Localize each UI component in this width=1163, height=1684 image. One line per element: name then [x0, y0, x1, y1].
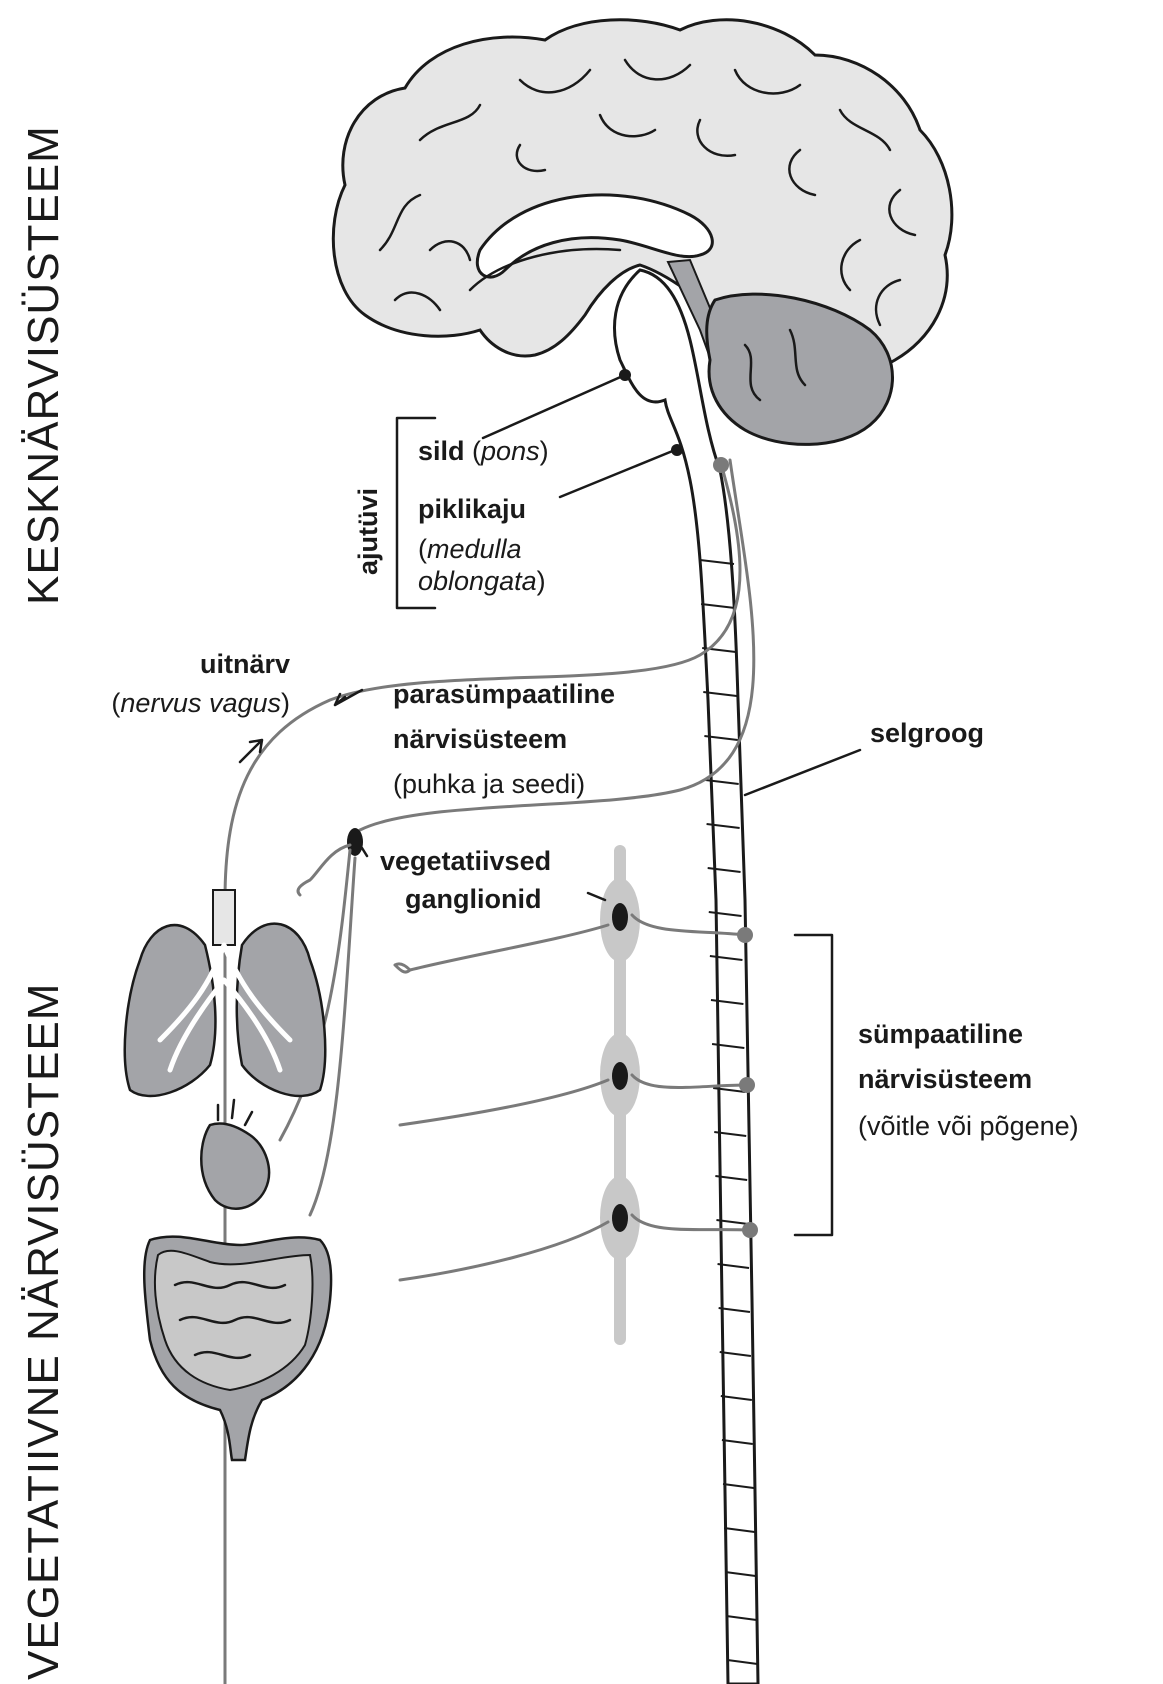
ganglion-icon: [612, 1204, 628, 1232]
sympathetic-nerves: [395, 915, 758, 1280]
parasympathetic-line1: parasümpaatiline: [393, 679, 615, 709]
ganglia-line1: vegetatiivsed: [380, 846, 551, 876]
spinal-cord-icon: [615, 270, 758, 1684]
heading-central-nervous-system: KESKNÄRVISÜSTEEM: [19, 125, 68, 605]
pons-paren-open: (: [472, 436, 481, 466]
pons-leader: [483, 375, 625, 438]
medulla-latin-line2: oblongata): [418, 566, 546, 596]
medulla-latin-line1: (medulla: [418, 534, 522, 564]
pons-paren-close: ): [540, 436, 549, 466]
parasympathetic-line2: närvisüsteem: [393, 724, 567, 754]
medulla-label: piklikaju: [418, 494, 526, 524]
ganglion-icon: [612, 1062, 628, 1090]
ganglia-line2: ganglionid: [405, 884, 541, 914]
sympathetic-note: (võitle või põgene): [858, 1111, 1079, 1141]
pons-latin: pons: [480, 436, 540, 466]
sympathetic-chain: [600, 845, 640, 1345]
sympathetic-line2: närvisüsteem: [858, 1064, 1032, 1094]
intestines-icon: [144, 1237, 331, 1460]
medulla-leader: [560, 450, 675, 497]
heading-autonomic-nervous-system: VEGETATIIVNE NÄRVISÜSTEEM: [19, 983, 68, 1680]
spine-label: selgroog: [870, 718, 984, 748]
pons-name: sild: [418, 436, 465, 466]
ganglia-leader: [588, 893, 605, 900]
spine-leader: [745, 750, 860, 795]
ganglion-icon: [612, 903, 628, 931]
brainstem-label: ajutüvi: [353, 488, 383, 575]
heart-icon: [201, 1100, 269, 1209]
sympathetic-line1: sümpaatiline: [858, 1019, 1023, 1049]
parasympathetic-note: (puhka ja seedi): [393, 769, 585, 799]
vagus-latin: (nervus vagus): [111, 688, 290, 718]
pons-label: sild (pons): [418, 436, 549, 466]
vagus-label: uitnärv: [200, 649, 290, 679]
sympathetic-bracket: [795, 935, 832, 1235]
